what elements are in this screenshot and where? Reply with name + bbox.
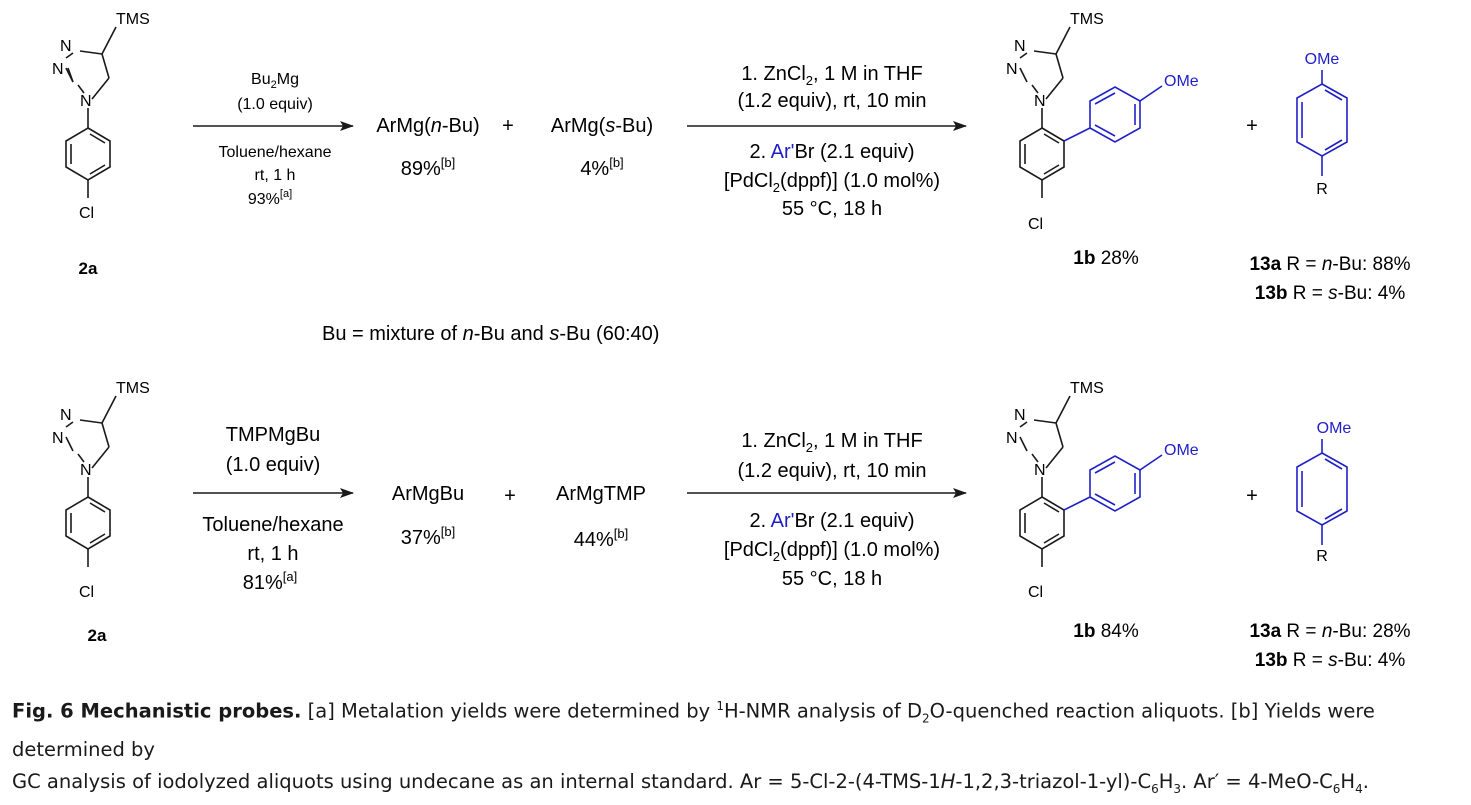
conditions-catalyst: [PdCl2(dppf)] (1.0 mol%)	[724, 170, 940, 195]
caption-title: Fig. 6 Mechanistic probes.	[12, 699, 302, 723]
anisyl-substituent-row1	[1063, 85, 1163, 143]
side-product-13b: 13b R = s-Bu: 4%	[1255, 650, 1406, 671]
metalation-yield: 93%[a]	[248, 188, 292, 208]
intermediate-arMgBu: ArMgBu	[392, 483, 464, 505]
methoxy-label: OMe	[1164, 73, 1199, 90]
chlorine-label: Cl	[1028, 216, 1043, 233]
caption-line-2: GC analysis of iodolyzed aliquots using …	[12, 770, 1369, 797]
conditions-step1-detail: (1.2 equiv), rt, 10 min	[738, 460, 927, 482]
compound-label-2a: 2a	[88, 626, 107, 645]
plus-sign: +	[504, 485, 516, 507]
intermediate-arMg-sBu: ArMg(s-Bu)	[551, 115, 653, 137]
nitrogen-label: N	[1034, 93, 1046, 110]
methoxy-label: OMe	[1317, 420, 1352, 437]
methoxy-label: OMe	[1305, 51, 1340, 68]
intermediate-arMgTMP: ArMgTMP	[556, 483, 646, 505]
reagent-equiv: (1.0 equiv)	[237, 96, 313, 113]
figure-caption: Fig. 6 Mechanistic probes. [a] Metalatio…	[12, 690, 1462, 805]
anisole-side-product-row2	[1296, 439, 1348, 545]
conditions-step1: 1. ZnCl2, 1 M in THF	[741, 63, 922, 88]
metalation-yield: 81%[a]	[243, 569, 298, 594]
tms-label: TMS	[1070, 380, 1104, 397]
product-label: 1b 84%	[1073, 621, 1139, 642]
plus-sign: +	[502, 115, 514, 137]
intermediate-yield: 44%[b]	[574, 526, 629, 551]
nitrogen-label: N	[1006, 61, 1018, 78]
nitrogen-label: N	[52, 61, 64, 78]
chlorine-label: Cl	[79, 205, 94, 222]
compound-label-2a: 2a	[79, 259, 98, 278]
bu-mixture-note: Bu = mixture of n-Bu and s-Bu (60:40)	[322, 323, 659, 345]
methoxy-label: OMe	[1164, 442, 1199, 459]
r-group-label: R	[1316, 548, 1328, 565]
nitrogen-label: N	[1014, 407, 1026, 424]
conditions-temp: 55 °C, 18 h	[782, 568, 882, 590]
conditions-step2: 2. Ar'Br (2.1 equiv)	[749, 510, 914, 532]
tms-label: TMS	[116, 11, 150, 28]
tms-label: TMS	[116, 380, 150, 397]
conditions-step1: 1. ZnCl2, 1 M in THF	[741, 430, 922, 455]
solvent-label: Toluene/hexane	[219, 144, 332, 161]
conditions-temp: 55 °C, 18 h	[782, 198, 882, 220]
chlorine-label: Cl	[79, 584, 94, 601]
nitrogen-label: N	[1006, 430, 1018, 447]
reagent-bu2mg: Bu2Mg	[251, 71, 299, 91]
tms-label: TMS	[1070, 11, 1104, 28]
side-product-13b: 13b R = s-Bu: 4%	[1255, 283, 1406, 304]
triazole-start-structure-row2	[65, 395, 117, 567]
nitrogen-label: N	[60, 38, 72, 55]
triazole-start-structure-row1	[65, 26, 117, 198]
solvent-label: Toluene/hexane	[202, 514, 343, 536]
product-label: 1b 28%	[1073, 248, 1139, 269]
conditions-label: rt, 1 h	[255, 167, 296, 184]
nitrogen-label: N	[1034, 462, 1046, 479]
product-1b-structure-row2	[1019, 395, 1071, 567]
plus-sign: +	[1246, 485, 1258, 507]
nitrogen-label: N	[60, 407, 72, 424]
nitrogen-label: N	[1014, 38, 1026, 55]
nitrogen-label: N	[80, 462, 92, 479]
intermediate-yield: 4%[b]	[580, 155, 623, 180]
chlorine-label: Cl	[1028, 584, 1043, 601]
r-group-label: R	[1316, 181, 1328, 198]
conditions-step2: 2. Ar'Br (2.1 equiv)	[749, 141, 914, 163]
anisyl-substituent-row2	[1063, 454, 1163, 512]
conditions-label: rt, 1 h	[247, 543, 298, 565]
side-product-13a: 13a R = n-Bu: 28%	[1249, 621, 1410, 642]
nitrogen-label: N	[52, 430, 64, 447]
side-product-13a: 13a R = n-Bu: 88%	[1249, 254, 1410, 275]
plus-sign: +	[1246, 115, 1258, 137]
anisole-side-product-row1	[1296, 70, 1348, 176]
conditions-step1-detail: (1.2 equiv), rt, 10 min	[738, 90, 927, 112]
nitrogen-label: N	[80, 93, 92, 110]
reaction-scheme: TMS N N N Cl 2a Bu2Mg (1.0 equiv) Toluen…	[52, 11, 1411, 671]
reagent-tmpmgbu: TMPMgBu	[226, 424, 320, 446]
caption-line-1: Fig. 6 Mechanistic probes. [a] Metalatio…	[12, 699, 1375, 762]
product-1b-structure-row1	[1019, 26, 1071, 198]
reagent-equiv: (1.0 equiv)	[226, 454, 321, 476]
intermediate-yield: 89%[b]	[401, 155, 456, 180]
intermediate-yield: 37%[b]	[401, 524, 456, 549]
conditions-catalyst: [PdCl2(dppf)] (1.0 mol%)	[724, 539, 940, 564]
intermediate-arMg-nBu: ArMg(n-Bu)	[376, 115, 479, 137]
